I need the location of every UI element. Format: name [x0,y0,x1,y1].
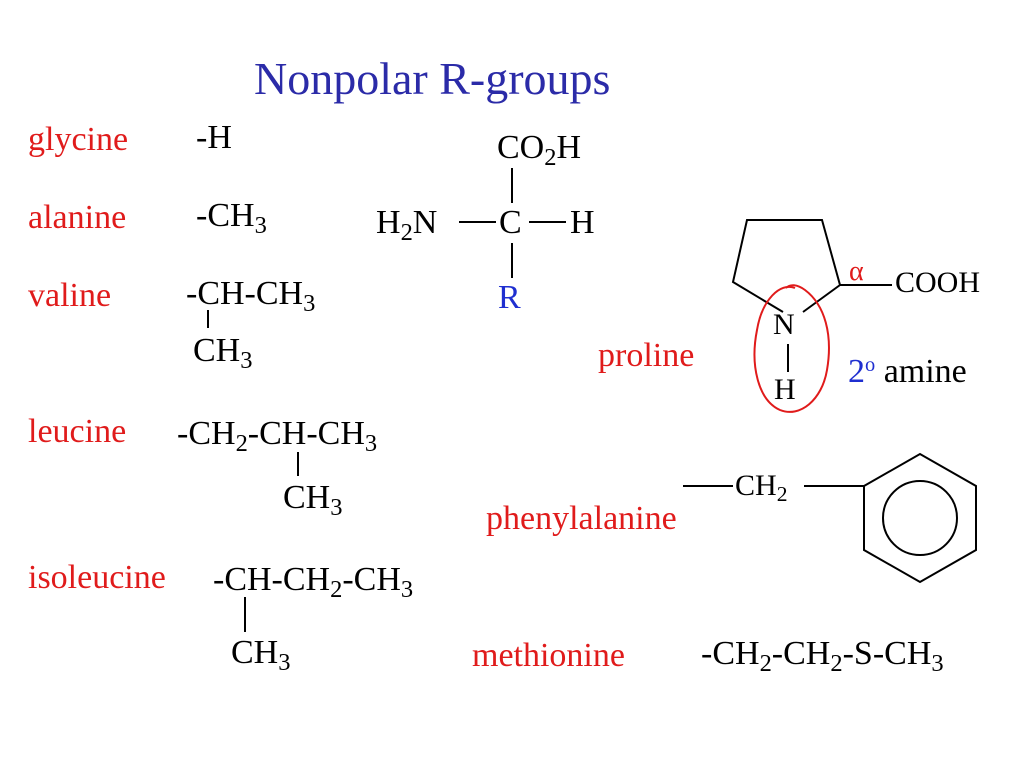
proline-nitrogen: N [773,308,795,341]
phenylalanine-name: phenylalanine [486,500,677,537]
methionine-formula: -CH2-CH2-S-CH3 [701,635,944,677]
benzene-aromatic-circle [882,480,958,556]
proline-ring [731,219,842,313]
glycine-name: glycine [28,121,129,158]
amine-highlight-circle [753,284,830,413]
isoleucine-name: isoleucine [28,559,166,596]
valine-branch: CH3 [193,332,253,374]
secondary-amine-label: 2o amine [848,353,967,390]
alpha-hydrogen: H [570,204,595,241]
r-group-label: R [498,279,521,316]
phenylalanine-ch2: CH2 [735,469,788,507]
alpha-carbon: C [499,204,522,241]
proline-name: proline [598,337,695,374]
isoleucine-formula: -CH-CH2-CH3 [213,561,414,603]
proline-carboxyl: COOH [895,266,981,299]
alanine-formula: -CH3 [196,197,267,239]
benzene-ring [863,452,977,584]
alanine-name: alanine [28,199,127,236]
glycine-formula: -H [196,119,232,156]
amino-group: H2N [376,204,438,246]
leucine-formula: -CH2-CH-CH3 [177,415,378,457]
carboxyl-group: CO2H [497,129,582,171]
slide-title: Nonpolar R-groups [254,53,611,104]
isoleucine-branch: CH3 [231,634,291,676]
valine-formula: -CH-CH3 [186,275,316,317]
leucine-name: leucine [28,413,127,450]
proline-hydrogen: H [774,373,796,406]
methionine-name: methionine [472,637,625,674]
leucine-branch: CH3 [283,479,343,521]
valine-name: valine [28,277,112,314]
alpha-label: α [849,256,864,287]
